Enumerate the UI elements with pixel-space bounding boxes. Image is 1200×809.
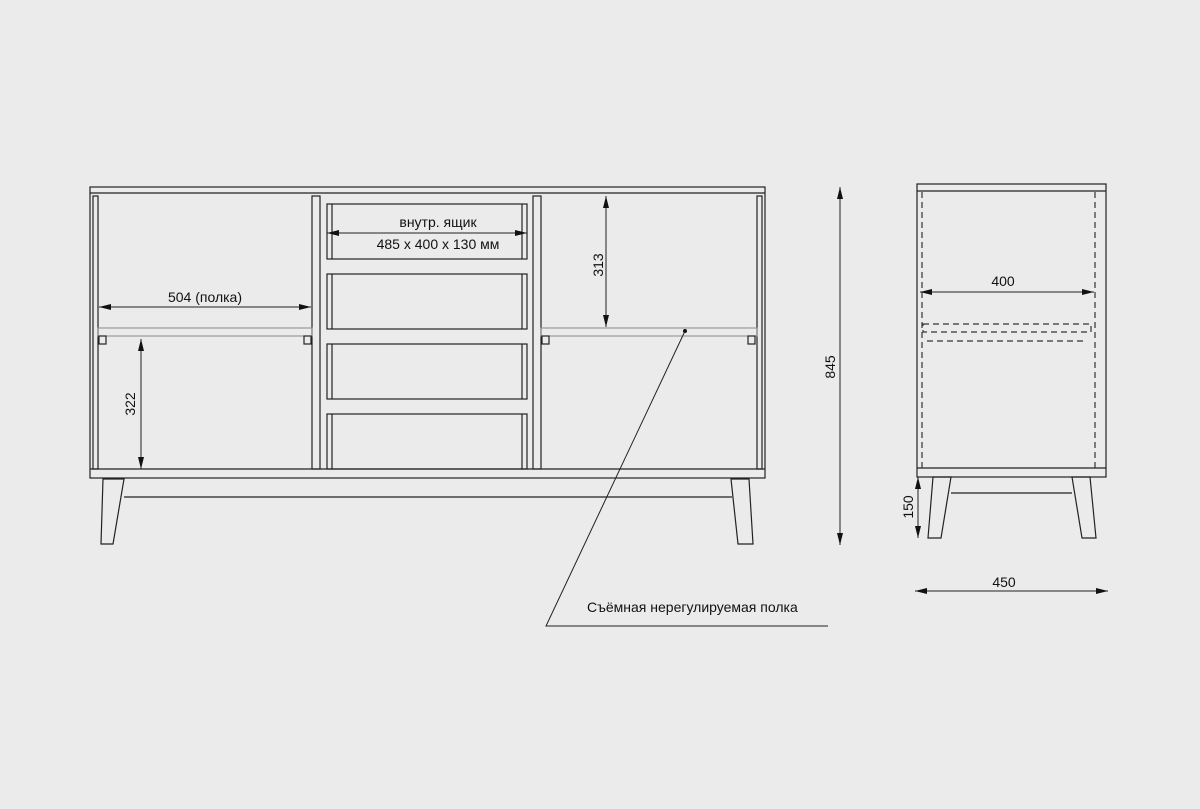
leg [927, 476, 952, 539]
right-side-panel [756, 195, 763, 470]
shelf-leader-line [545, 330, 828, 627]
drawer [326, 413, 528, 470]
drawer [326, 273, 528, 330]
leg [1071, 476, 1097, 539]
cabinet-outline [89, 186, 766, 479]
right-divider [532, 195, 542, 470]
shelves [97, 327, 758, 345]
left-shelf [97, 327, 313, 337]
drawer-inner-dimensions: 485 x 400 x 130 мм [377, 236, 500, 252]
total-depth-dimension: 450 [992, 574, 1016, 590]
legs [100, 478, 754, 545]
front-view: 504 (полка) 322 внутр. ящик 485 x 400 x … [89, 186, 843, 627]
side-shelf [922, 323, 1092, 333]
leg [730, 478, 754, 545]
left-side-panel [92, 195, 99, 470]
drawer [326, 343, 528, 400]
leg [100, 478, 125, 545]
shelf-height-dimension: 322 [122, 392, 138, 416]
drawer-label-title: внутр. ящик [399, 214, 477, 230]
shelf-note: Съёмная нерегулируемая полка [587, 599, 798, 615]
inner-depth-dimension: 400 [991, 273, 1015, 289]
total-height-dimension: 845 [822, 355, 838, 379]
right-shelf [540, 327, 758, 337]
left-divider [311, 195, 321, 470]
upper-height-dimension: 313 [590, 253, 606, 277]
shelf-width-dimension: 504 (полка) [168, 289, 242, 305]
side-outline [916, 183, 1107, 478]
leg-height-dimension: 150 [900, 495, 916, 519]
side-view: 400 150 450 [900, 183, 1108, 594]
